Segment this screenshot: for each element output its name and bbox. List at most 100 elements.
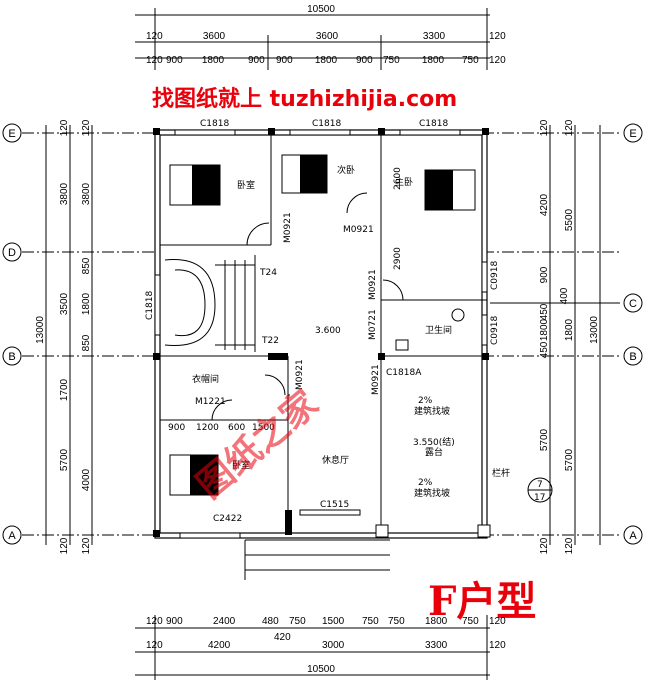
label-slope-text-2: 建筑找坡 [414,487,450,499]
top-r3-0: 120 [146,55,163,66]
label-m0921-e: M0921 [371,364,381,395]
left-inner-2: 850 [81,257,92,274]
left-mid-0: 120 [59,119,70,136]
axis-e-right-bubble [623,123,643,143]
label-c1818a: C1818A [386,368,422,378]
top-dim-3600a: 3600 [203,31,226,42]
axis-lines: E D B A E C B A [2,123,643,545]
top-r3-6: 900 [356,55,373,66]
label-elev-355: 3.550(结) [413,436,455,448]
left-inner-5: 4000 [81,468,92,491]
bot-r1-1: 900 [166,616,183,627]
room-bed2: 次卧 [337,164,355,176]
label-d900: 900 [168,423,185,433]
label-d600: 600 [228,423,245,433]
axis-a-left-label: A [8,530,16,542]
bot-r1-6: 750 [362,616,379,627]
axis-c-right-bubble [623,293,643,313]
left-mid-2: 3500 [59,292,70,315]
label-slope-2: 2% [418,478,433,488]
bot-r1-2: 2400 [213,616,236,627]
right-inner-2: 900 [539,266,550,283]
right-inner-6: 450 [539,341,550,358]
bot-extra-420: 420 [274,632,291,643]
bot-r2-2: 3000 [322,640,345,651]
bot-r1-7: 750 [388,616,405,627]
label-c1818-c: C1818 [419,119,448,129]
top-dim-120a: 120 [146,31,163,42]
label-t24: T24 [259,268,277,278]
left-mid-3: 1700 [59,378,70,401]
bot-r1-0: 120 [146,616,163,627]
room-labels: 卧室 次卧 主卧 休息厅 卫生间 衣帽间 卧室 露台 [192,164,452,471]
bot-r2-1: 4200 [208,640,231,651]
bot-total: 10500 [307,664,335,675]
label-d2600: 2600 [393,167,403,190]
furniture [169,154,476,496]
detail-top: 7 [537,480,543,490]
label-c0918-b: C0918 [490,316,500,345]
top-r3-8: 1800 [422,55,445,66]
top-r3-1: 900 [166,55,183,66]
top-dim-120b: 120 [489,31,506,42]
top-r3-5: 1800 [315,55,338,66]
label-c1515: C1515 [320,500,349,510]
label-d2900: 2900 [393,247,403,270]
label-t22: T22 [261,336,279,346]
top-dimensions: 10500 120 3600 3600 3300 120 120 900 180… [135,4,506,70]
bot-r1-5: 1500 [322,616,345,627]
axis-d-left-bubble [2,242,22,262]
right-inner-7: 5700 [539,428,550,451]
left-inner-6: 120 [81,537,92,554]
right-mid-1: 5500 [564,208,575,231]
axis-a-left-bubble [2,525,22,545]
right-inner-0: 120 [539,119,550,136]
label-slope-1: 2% [418,396,433,406]
right-dimensions: 13000 120 5500 1800 5700 120 120 4200 90… [539,119,601,554]
room-lounge: 休息厅 [322,454,349,466]
room-bed1: 卧室 [237,179,255,191]
left-total-dim: 13000 [35,316,46,344]
axis-e-left-bubble [2,123,22,143]
right-inner-5: 1800 [539,318,550,341]
detail-bottom: 17 [534,493,545,503]
label-m0921-c: M0921 [368,269,378,300]
doors [211,192,404,421]
left-mid-5: 120 [59,537,70,554]
bot-r1-10: 120 [489,616,506,627]
left-mid-1: 3800 [59,182,70,205]
label-m1221: M1221 [195,397,226,407]
right-mid-3: 5700 [564,448,575,471]
label-m0721: M0721 [368,309,378,340]
left-dimensions: 13000 120 3800 3500 1700 5700 120 120 38… [35,119,93,554]
left-inner-4: 850 [81,334,92,351]
plan-title: F户型 [428,578,536,625]
label-railing: 栏杆 [492,467,510,479]
label-m0921-d: M0921 [295,359,305,390]
axis-e-left-label: E [8,128,15,140]
left-mid-4: 5700 [59,448,70,471]
room-bed3: 卧室 [232,459,250,471]
bot-r1-8: 1800 [425,616,448,627]
label-d1200: 1200 [196,423,219,433]
bed-1-blanket [192,165,220,205]
label-c1818-side: C1818 [145,291,155,320]
code-labels: C1818 C1818 C1818 M0921 M0921 M0921 M092… [145,119,553,524]
label-elev-360: 3.600 [315,326,341,336]
right-inner-4: 450 [539,303,550,320]
label-c0918-a: C0918 [490,261,500,290]
room-master: 主卧 [395,176,413,188]
right-inner-3: 400 [559,287,570,304]
room-closet: 衣帽间 [192,373,219,385]
left-inner-3: 1800 [81,292,92,315]
bed-2-blanket [300,155,327,193]
left-inner-0: 120 [81,119,92,136]
right-mid-4: 120 [564,537,575,554]
bot-r1-4: 750 [289,616,306,627]
bot-r1-9: 750 [462,616,479,627]
label-m0921-b: M0921 [343,225,374,235]
right-inner-8: 120 [539,537,550,554]
right-inner-1: 4200 [539,193,550,216]
staircase [164,255,256,352]
